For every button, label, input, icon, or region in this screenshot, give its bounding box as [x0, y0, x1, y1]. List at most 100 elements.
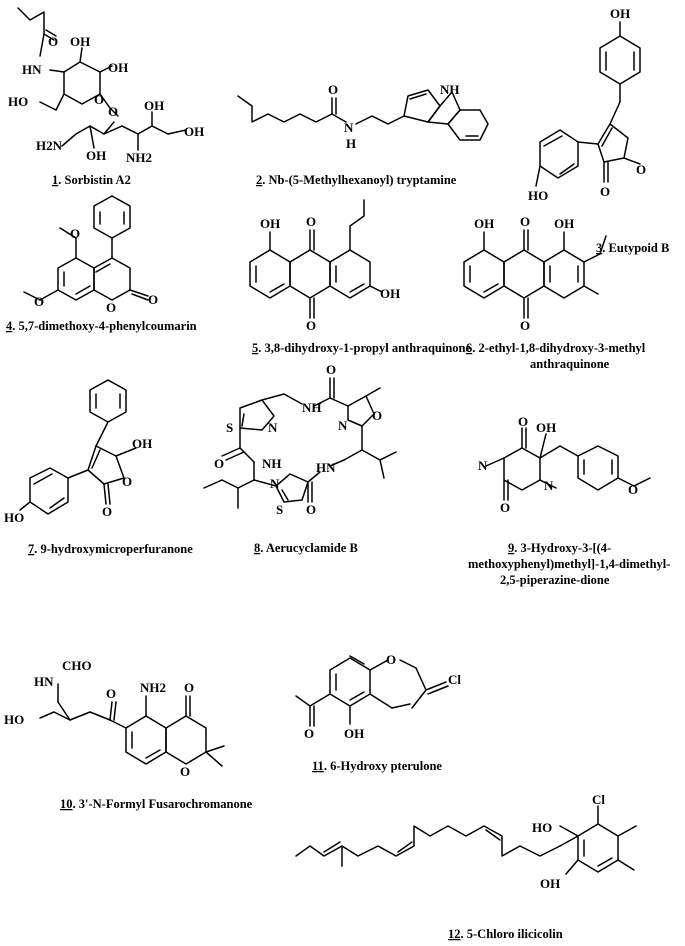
atom-label: O: [148, 292, 158, 307]
atom-label: OH: [144, 98, 164, 113]
structure-3-eutypoid-b: OH O O HO: [528, 6, 646, 203]
structure-6-ethyl-anthraquinone: O O OH OH: [463, 214, 607, 333]
atom-label: OH: [132, 436, 152, 451]
atom-label: CHO: [62, 658, 92, 673]
compound-caption-6-line1: 6. 2-ethyl-1,8-dihydroxy-3-methyl: [466, 341, 646, 355]
compound-name: Eutypoid B: [609, 241, 670, 255]
compound-caption-9-line2: methoxyphenyl)methyl]-1,4-dimethyl-: [468, 557, 670, 571]
compound-name: 5,7-dimethoxy-4-phenylcoumarin: [19, 319, 197, 333]
atom-label: OH: [86, 148, 106, 163]
compound-name: 5-Chloro ilicicolin: [467, 927, 563, 941]
atom-label: NH2: [126, 150, 152, 165]
atom-label: Cl: [592, 792, 605, 807]
compound-name: Nb-(5-Methylhexanoyl) tryptamine: [269, 173, 457, 187]
atom-label: NH2: [140, 680, 166, 695]
atom-label: O: [636, 162, 646, 177]
compound-caption-3: 3. Eutypoid B: [596, 241, 669, 255]
compound-number: 1: [52, 173, 58, 187]
compound-number: 8: [254, 541, 260, 555]
compound-caption-5: 5. 3,8-dihydroxy-1-propyl anthraquinone: [252, 341, 471, 355]
atom-label: O: [108, 104, 118, 119]
atom-label: H: [346, 136, 356, 151]
compound-caption-10: 10. 3'-N-Formyl Fusarochromanone: [60, 797, 253, 811]
compound-number: 11: [312, 759, 324, 773]
compound-name: 6-Hydroxy pterulone: [330, 759, 442, 773]
compound-number: 9: [508, 541, 514, 555]
compound-name: 2-ethyl-1,8-dihydroxy-3-methyl: [479, 341, 646, 355]
compound-name: 3-Hydroxy-3-[(4-: [521, 541, 612, 555]
structure-7-hydroxymicroperfuranone: OH O O HO: [4, 379, 152, 525]
atom-label: OH: [474, 216, 494, 231]
compound-caption-9-line3: 2,5-piperazine-dione: [500, 573, 610, 587]
compound-caption-9-line1: 9. 3-Hydroxy-3-[(4-: [508, 541, 611, 555]
atom-label: HO: [8, 94, 28, 109]
atom-label: HO: [528, 188, 548, 203]
atom-label: O: [326, 362, 336, 377]
atom-label: N: [478, 458, 488, 473]
structure-11-hydroxy-pterulone: O Cl O OH: [295, 652, 461, 741]
atom-label: HO: [4, 510, 24, 525]
atom-label: O: [184, 680, 194, 695]
atom-label: O: [372, 408, 382, 423]
atom-label: OH: [380, 286, 400, 301]
structure-5-propyl-anthraquinone: O O OH OH: [249, 199, 400, 333]
structure-8-aerucyclamide-b: S N NH O O N HN O NH O S N: [203, 362, 397, 517]
compound-name: 3'-N-Formyl Fusarochromanone: [79, 797, 253, 811]
structure-12-chloro-ilicicolin: HO Cl OH: [295, 792, 637, 891]
atom-label: N: [344, 120, 354, 135]
atom-label: NH: [302, 400, 322, 415]
atom-label: O: [94, 92, 104, 107]
atom-label: O: [306, 502, 316, 517]
atom-label: OH: [70, 34, 90, 49]
atom-label: O: [328, 82, 338, 97]
atom-label: OH: [184, 124, 204, 139]
atom-label: OH: [536, 420, 556, 435]
atom-label: O: [214, 456, 224, 471]
atom-label: O: [306, 214, 316, 229]
atom-label: H2N: [36, 138, 63, 153]
compound-number: 3: [596, 241, 602, 255]
atom-label: OH: [108, 60, 128, 75]
compound-number: 5: [252, 341, 258, 355]
compound-number: 10: [60, 797, 73, 811]
compound-caption-12: 12. 5-Chloro ilicicolin: [448, 927, 563, 941]
atom-label: S: [226, 420, 233, 435]
atom-label: N: [268, 420, 278, 435]
atom-label: O: [48, 34, 58, 49]
compound-name: 3,8-dihydroxy-1-propyl anthraquinone: [265, 341, 472, 355]
atom-label: O: [106, 686, 116, 701]
compound-caption-7: 7. 9-hydroxymicroperfuranone: [28, 542, 193, 556]
structure-1-sorbistin-a2: O HN OH OH HO O O OH OH H2N OH NH2: [8, 7, 204, 165]
structure-4-phenylcoumarin: O O O O: [23, 195, 158, 315]
compound-caption-11: 11. 6-Hydroxy pterulone: [312, 759, 442, 773]
compound-number: 7: [28, 542, 34, 556]
atom-label: S: [276, 502, 283, 517]
atom-label: OH: [344, 726, 364, 741]
atom-label: NH: [262, 456, 282, 471]
atom-label: N: [338, 418, 348, 433]
atom-label: HO: [532, 820, 552, 835]
compound-number: 12: [448, 927, 461, 941]
atom-label: O: [386, 652, 396, 667]
atom-label: O: [520, 318, 530, 333]
atom-label: O: [500, 500, 510, 515]
atom-label: O: [518, 414, 528, 429]
atom-label: O: [106, 300, 116, 315]
atom-label: O: [600, 184, 610, 199]
atom-label: NH: [440, 82, 460, 97]
atom-label: O: [520, 214, 530, 229]
compound-caption-8: 8. Aerucyclamide B: [254, 541, 358, 555]
atom-label: O: [304, 726, 314, 741]
compound-number: 6: [466, 341, 472, 355]
atom-label: OH: [554, 216, 574, 231]
compound-name: Aerucyclamide B: [266, 541, 358, 555]
atom-label: HN: [22, 62, 42, 77]
atom-label: N: [270, 476, 280, 491]
compound-number: 4: [6, 319, 13, 333]
atom-label: OH: [610, 6, 630, 21]
atom-label: HO: [4, 712, 24, 727]
structure-9-piperazine-dione: O OH N N O O: [478, 414, 651, 515]
structure-2-methylhexanoyl-tryptamine: O N H NH: [237, 82, 489, 151]
atom-label: O: [102, 504, 112, 519]
